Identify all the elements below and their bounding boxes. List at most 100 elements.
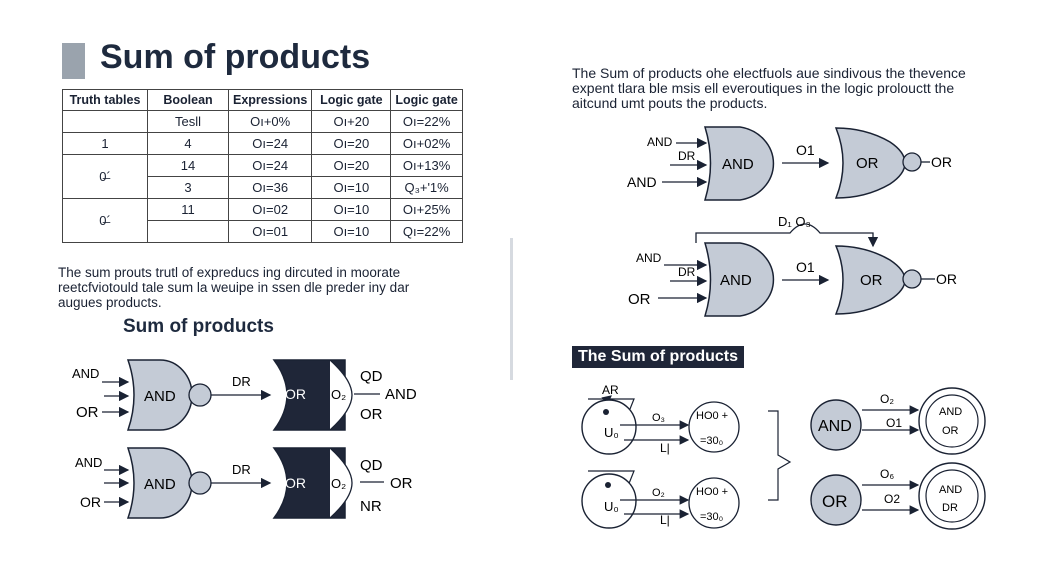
table-cell: 14 [147,154,229,177]
inverter-bubble [188,383,212,407]
gate-label: AND [144,388,176,405]
input-label: DR [678,265,696,279]
output-label: QD [360,368,383,385]
or-gate [272,447,346,519]
unit-label: AR [602,383,619,397]
table-row: 1 4 Oı=24 Oı=20 Oı+02% [62,132,463,155]
table-row: Oı=01 Oı=10 Qı=22% [63,220,463,243]
table-cell: Oı=20 [311,132,392,155]
gate-label: OR [860,272,883,289]
inverter-bubble [902,269,922,289]
gate-label: AND [720,272,752,289]
wire-label: O2 [884,492,900,506]
unit-label: O₂ [652,487,665,499]
left-description: The sum prouts trutl of expreducs ing di… [58,265,409,310]
unit-label: L| [660,441,670,455]
and-gate [703,126,775,201]
column-header: Logic gate [311,89,392,111]
table-cell: 0̶´ [62,198,148,243]
and-gate [126,359,193,431]
gate-label: AND [144,476,176,493]
output-label: OR [360,406,383,423]
or-gate [834,127,906,199]
truth-table: Truth tables Boolean Expressions Logic g… [62,89,463,243]
ring-label: AND [939,406,962,418]
node-label: AND [818,418,852,435]
output-label: QD [360,457,383,474]
node-label: OR [822,492,848,511]
bottom-right-circuits: AR U₀ O₃ L| HO0 + =30₀ U₀ O₂ L| HO0 + =3… [581,383,986,530]
table-cell: Oı+25% [390,198,463,221]
or-gate-curve [329,359,353,431]
output-label: OR [936,271,957,287]
output-label: NR [360,498,382,515]
unit-label: O₃ [652,412,665,424]
table-cell: Oı=24 [227,132,313,155]
input-label: OR [628,291,651,308]
output-label: O₂ [331,387,346,402]
value-label: HO0 + [696,410,728,422]
page-title: Sum of products [100,38,371,76]
or-gate [272,359,346,431]
grouping-brace [768,410,792,501]
output-label: O₂ [331,476,346,491]
gate-label: AND [722,156,754,173]
output-label: OR [931,154,952,170]
input-label: AND [647,135,673,149]
value-label: HO0 + [696,486,728,498]
output-label: AND [385,386,417,403]
wire-label: O1 [796,142,815,158]
table-row: 0̶´ 14 Oı=24 Oı=20 Oı+13% [62,154,463,199]
right-description: The Sum of products ohe electfuols aue s… [572,66,966,111]
table-cell: Qı=22% [390,220,463,243]
or-gate [834,245,906,315]
table-cell: Oı+13% [390,154,463,177]
gate-label: OR [285,386,306,402]
wire-label: DR [232,374,251,389]
feedback-wire [695,223,879,248]
output-label: OR [390,475,413,492]
unit-label: L| [660,513,670,527]
title-accent-bar [62,43,85,79]
inverter-bubble [188,471,212,495]
input-label: DR [678,149,696,163]
right-circuit-top: AND DR AND AND O1 OR OR [627,126,952,201]
table-cell: Oı+0% [227,110,313,133]
left-circuit-row-2: AND OR AND DR OR QD O₂ OR NR [75,447,413,519]
and-gate [126,447,193,519]
and-node [810,399,862,451]
gate-label: OR [856,155,879,172]
table-row: Tesll Oı+0% Oı+20 Oı=22% [62,110,463,133]
or-gate-curve [329,447,353,519]
paragraph-line: aitcund umt pouts the products. [572,95,768,111]
input-label: OR [80,494,101,510]
wire-label: O1 [886,416,902,430]
ring-label: OR [942,425,959,437]
table-cell: Oı=24 [227,154,313,177]
section-subtitle: Sum of products [123,316,274,337]
ring-inner [925,394,979,448]
paragraph-line: augues products. [58,295,162,310]
value-label: =30₀ [700,511,723,523]
unit-dot [605,482,611,488]
table-cell: Oı=01 [227,220,313,243]
paragraph-line: The Sum of products ohe electfuols aue s… [572,65,966,81]
value-label: =30₀ [700,435,723,447]
table-cell: Oı=22% [390,110,463,133]
wire-label: O1 [796,259,815,275]
wire-label: O₂ [880,392,894,406]
right-circuit-bottom: AND DR OR AND O1 OR OR [628,242,957,317]
unit-label: U₀ [604,499,619,514]
input-label: AND [75,455,102,470]
table-cell: Q₃+'1% [390,176,463,199]
input-label: AND [636,251,662,265]
unit-circle [581,399,637,455]
value-circle [688,477,740,529]
table-row: 0̶´ 11 Oı=02 Oı=10 Oı+25% [62,198,463,243]
gate-label: OR [285,475,306,491]
wire-label: O₆ [880,467,894,481]
ring-inner [925,469,979,523]
input-label: AND [627,174,657,190]
value-circle [688,401,740,453]
input-label: OR [76,404,99,421]
